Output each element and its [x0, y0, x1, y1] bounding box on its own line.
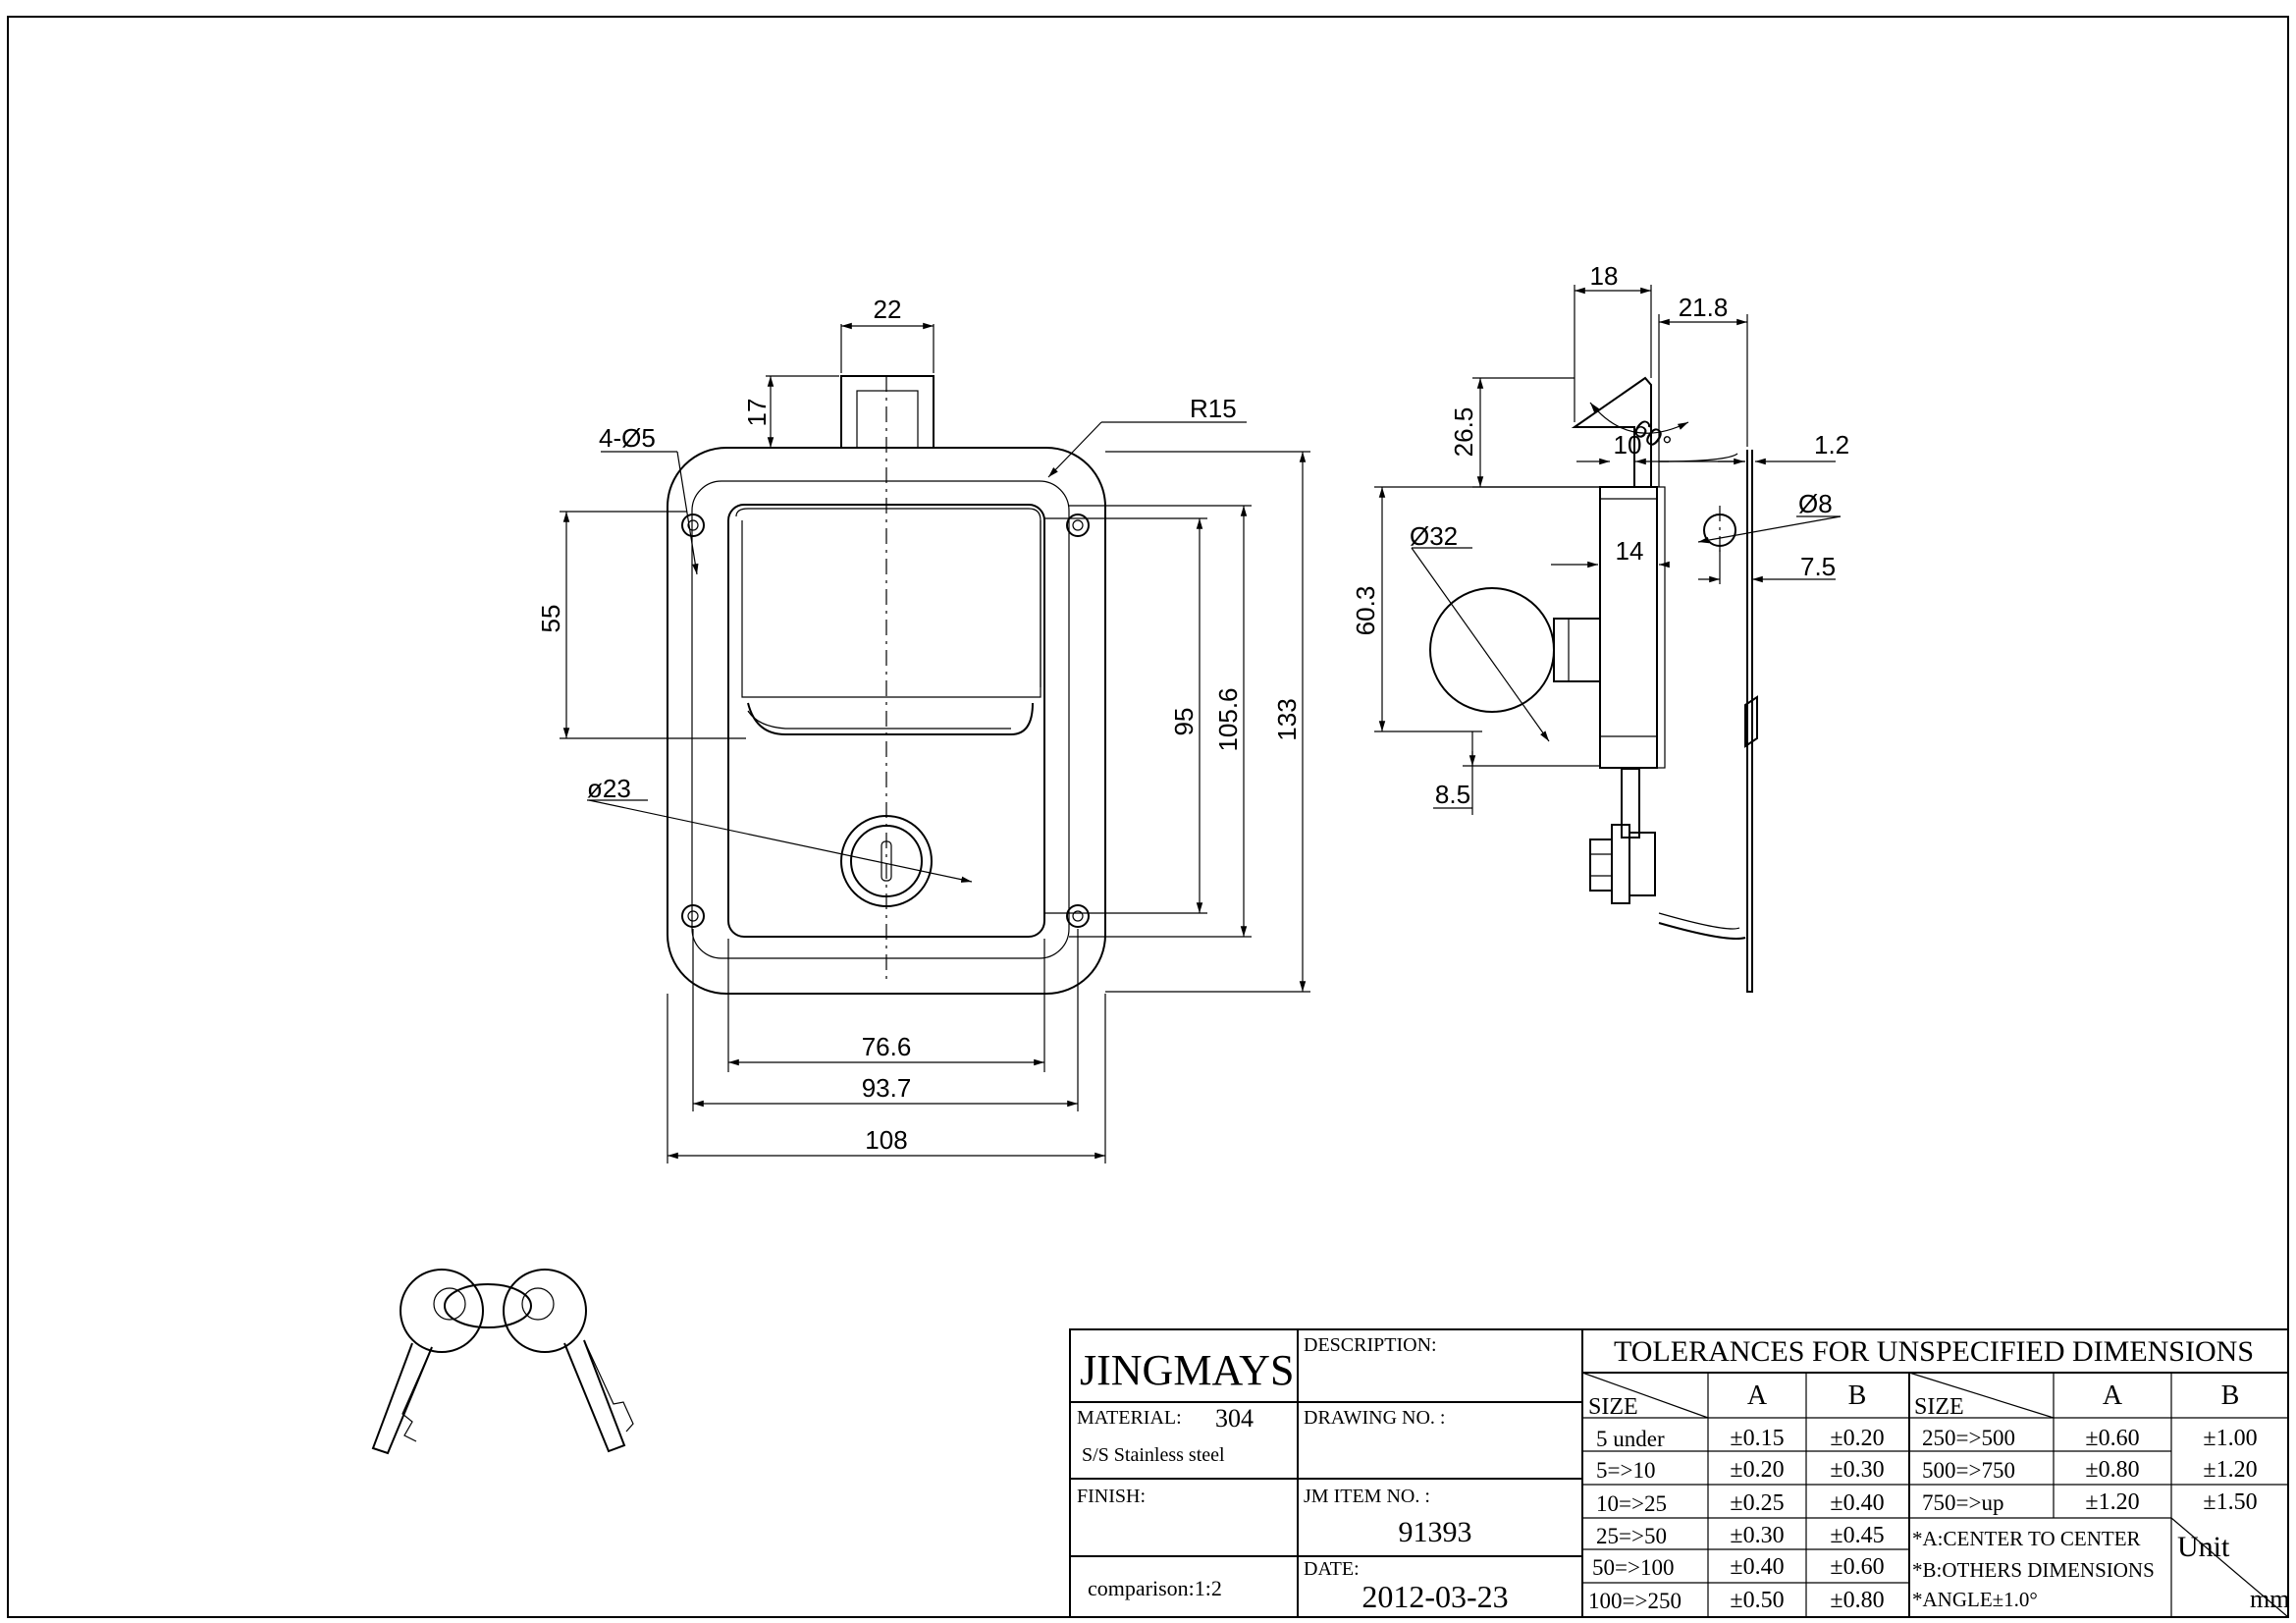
note-b: *B:OTHERS DIMENSIONS [1912, 1558, 2155, 1582]
tol-size: 5=>10 [1596, 1458, 1655, 1483]
tol-b: ±0.40 [1830, 1490, 1884, 1516]
dim-inner-height: 95 [1169, 708, 1199, 736]
tol-b: ±1.00 [2203, 1426, 2257, 1451]
dim-cam-height: 26.5 [1449, 407, 1478, 458]
tol-size: 250=>500 [1922, 1426, 2015, 1450]
date-value: 2012-03-23 [1362, 1579, 1508, 1614]
description-label: DESCRIPTION: [1304, 1334, 1437, 1356]
tol-size: 25=>50 [1596, 1524, 1667, 1548]
dim-holes: 4-Ø5 [599, 423, 656, 453]
tol-size: 750=>up [1922, 1490, 2003, 1515]
col-a-right: A [2103, 1380, 2123, 1411]
comparison-scale: comparison:1:2 [1088, 1576, 1222, 1600]
tol-a: ±0.30 [1730, 1523, 1784, 1548]
paddle-handle [735, 508, 1041, 698]
dim-depth: 21.8 [1679, 293, 1729, 322]
tol-a: ±0.60 [2085, 1426, 2139, 1451]
tol-a: ±0.40 [1730, 1554, 1784, 1580]
pan-outline [691, 480, 1070, 959]
dim-pan-width: 76.6 [862, 1032, 912, 1061]
dim-stem: 14 [1616, 536, 1644, 566]
tol-size: 100=>250 [1588, 1589, 1682, 1613]
key-ring [444, 1283, 532, 1328]
unit-value: mm [2250, 1585, 2289, 1613]
front-view: 22 17 4-Ø5 R15 55 ø23 95 105.6 [536, 295, 1310, 1163]
key-right [503, 1269, 587, 1353]
note-angle: *ANGLE±1.0° [1912, 1588, 2038, 1611]
top-tab [840, 375, 934, 449]
tol-a: ±1.20 [2085, 1489, 2139, 1515]
col-a-left: A [1747, 1380, 1768, 1411]
title-block: JINGMAYS DESCRIPTION: MATERIAL: 304 S/S … [1069, 1328, 2289, 1618]
dim-overall-width: 108 [865, 1125, 907, 1155]
col-b-right: B [2221, 1380, 2240, 1411]
tol-a: ±0.50 [1730, 1588, 1784, 1613]
dim-hole-spacing-v: 55 [536, 605, 565, 633]
dim-pin-offset: 7.5 [1800, 552, 1836, 581]
item-no-value: 91393 [1399, 1516, 1472, 1548]
col-b-left: B [1848, 1380, 1867, 1411]
paddle-lip [747, 702, 1034, 735]
col-size-left: SIZE [1588, 1394, 1638, 1420]
dim-knob-height: 60.3 [1351, 586, 1380, 636]
mounting-holes [681, 514, 1090, 928]
date-label: DATE: [1304, 1558, 1360, 1580]
note-a: *A:CENTER TO CENTER [1912, 1527, 2141, 1550]
tol-b: ±0.60 [1830, 1554, 1884, 1580]
tol-a: ±0.15 [1730, 1426, 1784, 1451]
col-size-right: SIZE [1914, 1394, 1964, 1420]
key-left [400, 1269, 484, 1353]
dim-pin-dia: Ø8 [1798, 489, 1833, 518]
material-label: MATERIAL: [1077, 1407, 1182, 1429]
material-value: 304 [1215, 1404, 1254, 1433]
dim-knob-dia: Ø32 [1410, 521, 1458, 551]
finish-label: FINISH: [1077, 1486, 1146, 1507]
tol-b: ±0.80 [1830, 1588, 1884, 1613]
tol-size: 5 under [1596, 1427, 1665, 1451]
tol-b: ±1.20 [2203, 1457, 2257, 1483]
tol-a: ±0.25 [1730, 1490, 1784, 1516]
dim-tab-height: 17 [742, 399, 772, 427]
drawing-no-label: DRAWING NO. : [1304, 1407, 1446, 1429]
company-name: JINGMAYS [1080, 1346, 1294, 1394]
knob-stem [1553, 618, 1601, 682]
tol-size: 50=>100 [1592, 1555, 1674, 1580]
material-desc: S/S Stainless steel [1082, 1444, 1225, 1466]
unit-label: Unit [2177, 1531, 2230, 1563]
side-plate [1746, 450, 1753, 993]
tolerance-title: TOLERANCES FOR UNSPECIFIED DIMENSIONS [1614, 1335, 2254, 1368]
lock-cylinder [840, 815, 933, 907]
item-no-label: JM ITEM NO. : [1304, 1486, 1430, 1507]
knob [1429, 587, 1555, 713]
tol-b: ±0.30 [1830, 1457, 1884, 1483]
tol-b: ±1.50 [2203, 1489, 2257, 1515]
dim-plate-thickness: 1.2 [1814, 430, 1849, 460]
lock-nut [1589, 839, 1613, 892]
dim-hole-spacing-h: 93.7 [862, 1073, 912, 1103]
dim-tab-width: 22 [874, 295, 902, 324]
tol-a: ±0.80 [2085, 1457, 2139, 1483]
dim-cam-width: 18 [1590, 261, 1619, 291]
tol-size: 500=>750 [1922, 1458, 2015, 1483]
handle-body [1599, 486, 1658, 769]
dim-cam-offset: 10 [1614, 430, 1642, 460]
dim-overall-height: 133 [1272, 698, 1302, 740]
dim-pan-height: 105.6 [1213, 687, 1243, 751]
dim-bottom-offset: 8.5 [1435, 780, 1470, 809]
keys-illustration [371, 1269, 634, 1455]
side-view: 18 21.8 60° 26.5 10 1.2 Ø8 Ø32 14 [1351, 261, 1849, 993]
dim-lock-dia: ø23 [587, 774, 631, 803]
tol-a: ±0.20 [1730, 1457, 1784, 1483]
tol-b: ±0.20 [1830, 1426, 1884, 1451]
tol-b: ±0.45 [1830, 1523, 1884, 1548]
dim-radius: R15 [1190, 394, 1237, 423]
tol-size: 10=>25 [1596, 1491, 1667, 1516]
